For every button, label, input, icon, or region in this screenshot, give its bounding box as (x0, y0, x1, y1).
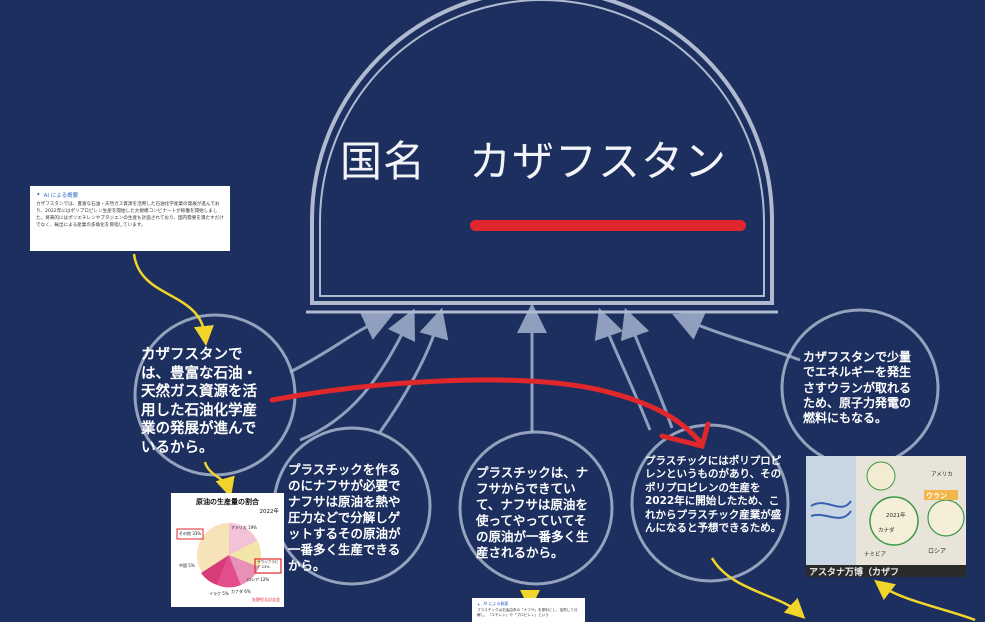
pie-year: 2022年 (259, 509, 280, 515)
pie-label-other: その他 33% (179, 531, 202, 536)
reason-node-3: プラスチックは、ナフサからできていて、ナフサは原油を使ってやっていてその原油が一… (476, 465, 589, 560)
pie-graphic (176, 523, 282, 588)
pie-label-usa: アメリカ 19% (231, 525, 257, 530)
pie-label-canada: カナダ 6% (231, 589, 251, 594)
connector-arrows (289, 303, 801, 442)
ai-overview-2-body: プラスチックは石油由来の「ナフサ」を原料とし、加熱して分解し、「エチレン」や「プ… (477, 608, 578, 618)
ai-overview-body: カザフスタンでは、豊富な石油・天然ガス資源を活用した石油化学産業の発展が進んでお… (36, 202, 224, 228)
textbook-photo: ウラン ロシア カナダ 2021年 アメリカ ナミビア アスタナ万博（カザフ (806, 456, 966, 577)
pie-label-china: 中国 5% (179, 563, 195, 568)
photo-label-usa: アメリカ (931, 472, 953, 478)
ai-overview-thumbnail-2: ✦ AI による概要 プラスチックは石油由来の「ナフサ」を原料とし、加熱して分解… (472, 598, 585, 622)
ai-overview-thumbnail: ✦ AI による概要 カザフスタンでは、豊富な石油・天然ガス資源を活用した石油化… (30, 186, 230, 251)
reason-node-4: プラスチックにはポリプロピレンというものがあり、そのポリプロピレンの生産を202… (645, 455, 782, 535)
yellow-arrows (132, 253, 976, 622)
photo-caption: アスタナ万博（カザフ (806, 565, 966, 577)
reason-node-1: カザフスタンでは、豊富な石油・天然ガス資源を活用した石油化学産業の発展が進んでい… (141, 347, 257, 456)
pie-source: 矢野恒太記念会 (252, 597, 280, 602)
node-circle-3 (458, 430, 614, 586)
sparkle-icon: ✦ (477, 601, 481, 607)
pie-title: 原油の生産量の割合 (196, 498, 259, 506)
ai-overview-2-header: AI による概要 (483, 601, 509, 606)
photo-graphic (806, 456, 965, 577)
pie-label-saudi: サウジアラビア 13% (257, 560, 279, 569)
photo-label-canada: カナダ (878, 528, 895, 534)
country-title: 国名 カザフスタン (340, 137, 728, 186)
red-arrow (269, 377, 711, 450)
photo-label-russia: ロシア (928, 548, 947, 555)
pie-label-russia: ロシア 12% (247, 577, 270, 582)
photo-label-uranium: ウラン (926, 492, 947, 500)
reason-node-2: プラスチックを作るのにナフサが必要でナフサは原油を熱や圧力などで分解しゲットする… (288, 462, 401, 573)
sparkle-icon: ✦ (36, 192, 41, 198)
photo-label-namibia: ナミビア (864, 552, 887, 558)
pie-label-iraq: イラク 5% (209, 591, 229, 596)
crude-oil-pie-thumbnail: 原油の生産量の割合 2022年 アメリカ 19% サウジアラビア 13% ロシア… (171, 493, 284, 607)
reason-node-5: カザフスタンで少量でエネルギーを発生さすウランが取れるため、原子力発電の燃料にも… (803, 350, 912, 426)
ai-overview-header: AI による概要 (43, 193, 79, 199)
title-underline (470, 220, 746, 231)
photo-label-year: 2021年 (886, 513, 906, 519)
